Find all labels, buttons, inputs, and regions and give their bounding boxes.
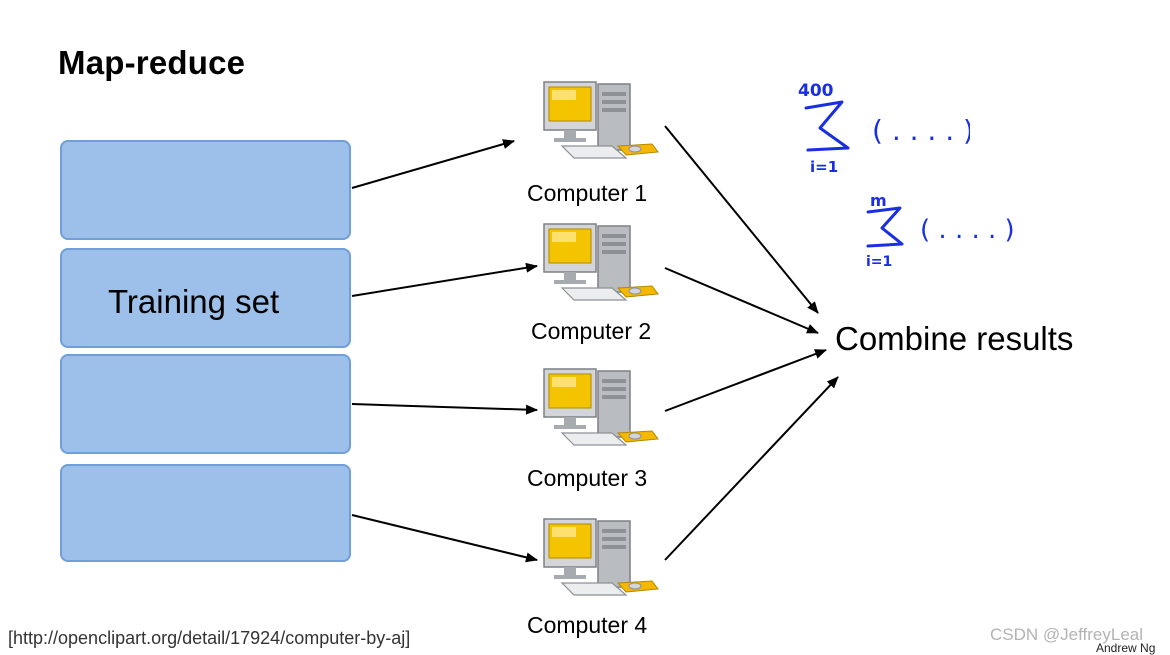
- training-set-block-3: [60, 354, 351, 454]
- computer-1-label: Computer 1: [527, 180, 648, 206]
- formula-2-upper: m: [870, 191, 887, 210]
- arrow-split-2: [351, 262, 538, 297]
- arrow-split-3: [351, 403, 538, 415]
- training-set-block-2: [60, 248, 351, 348]
- formula-1-lower: i=1: [810, 158, 838, 176]
- desktop-computer-icon: [543, 368, 659, 446]
- arrow-combine-1: [664, 125, 819, 314]
- computer-2-label: Computer 2: [531, 318, 652, 344]
- training-set-block-4: [60, 464, 351, 562]
- desktop-computer-icon: [543, 518, 659, 596]
- arrow-combine-3: [664, 349, 827, 412]
- formula-1-upper: 400: [798, 81, 834, 101]
- summation-formula-1: 400 i=1 ( . . . . ): [798, 81, 970, 176]
- computer-3-label: Computer 3: [527, 465, 648, 491]
- arrow-combine-4: [664, 376, 839, 561]
- watermark: CSDN @JeffreyLeal: [990, 625, 1143, 644]
- formula-1-body: ( . . . . ): [872, 114, 970, 147]
- arrow-combine-2: [664, 267, 819, 334]
- arrow-split-1: [351, 139, 515, 189]
- sigma-1: [804, 100, 850, 152]
- sigma-2: [866, 206, 904, 248]
- combine-results-label: Combine results: [835, 320, 1074, 357]
- source-note: [http://openclipart.org/detail/17924/com…: [8, 628, 411, 648]
- slide-title: Map-reduce: [58, 44, 246, 81]
- formula-2-body: ( . . . . ): [920, 215, 1015, 245]
- desktop-computer-icon: [543, 223, 659, 301]
- formula-2-lower: i=1: [866, 254, 892, 270]
- summation-formula-2: m i=1 ( . . . . ): [866, 191, 1015, 270]
- arrow-split-4: [351, 514, 538, 563]
- training-set-block-1: [60, 140, 351, 240]
- computer-4-label: Computer 4: [527, 612, 648, 638]
- desktop-computer-icon: [543, 81, 659, 159]
- author-credit: Andrew Ng: [1096, 641, 1156, 655]
- training-set-label: Training set: [108, 283, 280, 320]
